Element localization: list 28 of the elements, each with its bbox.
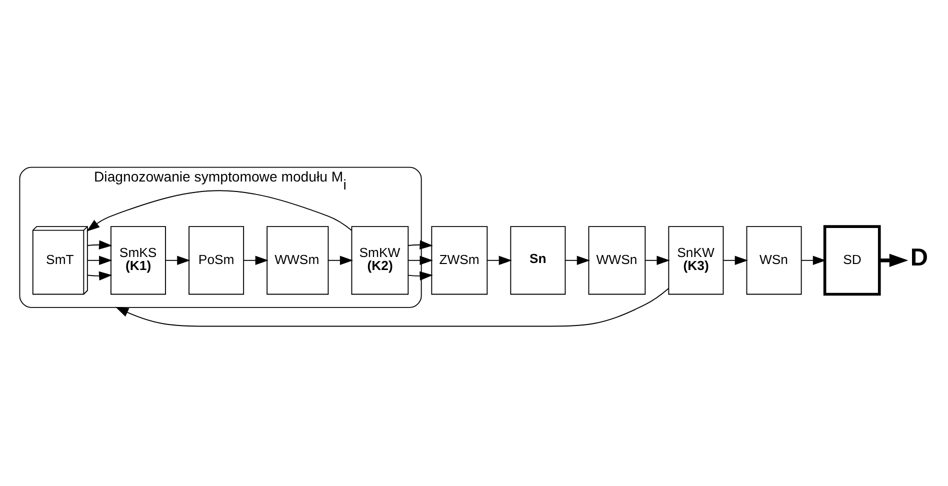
arrow <box>880 254 908 267</box>
node-text: D <box>910 244 928 272</box>
node-box: SmKS (K1) <box>110 226 166 295</box>
node-box: WSn <box>746 226 802 295</box>
arrow <box>87 256 112 266</box>
arrow <box>408 271 433 281</box>
arrow <box>486 256 512 266</box>
arrow <box>644 256 670 266</box>
arrow <box>243 256 268 266</box>
arrow <box>328 256 354 266</box>
node-box: SD <box>823 225 881 296</box>
arrow <box>408 256 433 266</box>
arrow <box>86 190 352 232</box>
node-box: WWSm <box>266 226 329 295</box>
arrow <box>723 256 748 266</box>
node-box: SnKW (K3) <box>668 226 724 295</box>
node-box: ZWSm <box>431 226 488 295</box>
node-box: PoSm <box>188 226 244 295</box>
arrow <box>165 256 190 266</box>
node-box: WWSn <box>588 226 646 295</box>
arrow <box>408 240 433 250</box>
node-box: Sn <box>510 226 566 295</box>
arrow <box>87 240 112 250</box>
arrow <box>87 271 112 281</box>
arrow <box>115 288 669 327</box>
node-box: SmKW (K2) <box>351 226 409 295</box>
arrow <box>564 256 590 266</box>
arrow <box>801 256 826 266</box>
